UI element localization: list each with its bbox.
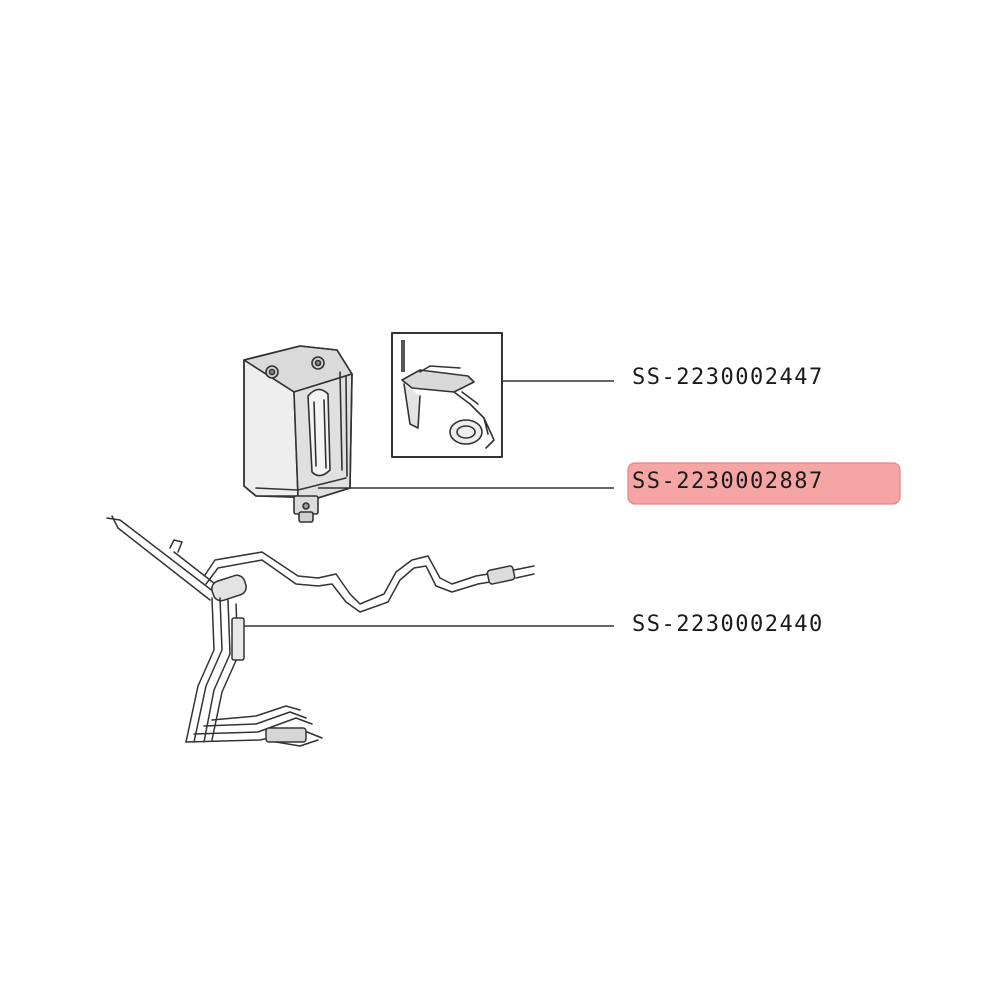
part-label-447[interactable]: SS-2230002447 <box>632 365 824 390</box>
tube-harness-part-icon[interactable] <box>106 515 535 747</box>
water-tank-part-icon[interactable] <box>243 345 353 523</box>
part-label-887-selected[interactable]: SS-2230002887 <box>632 469 824 494</box>
part-label-440[interactable]: SS-2230002440 <box>632 612 824 637</box>
leader-lines <box>244 380 614 627</box>
part-highlight-box <box>627 462 901 505</box>
valve-bracket-detail-icon[interactable] <box>391 332 503 458</box>
